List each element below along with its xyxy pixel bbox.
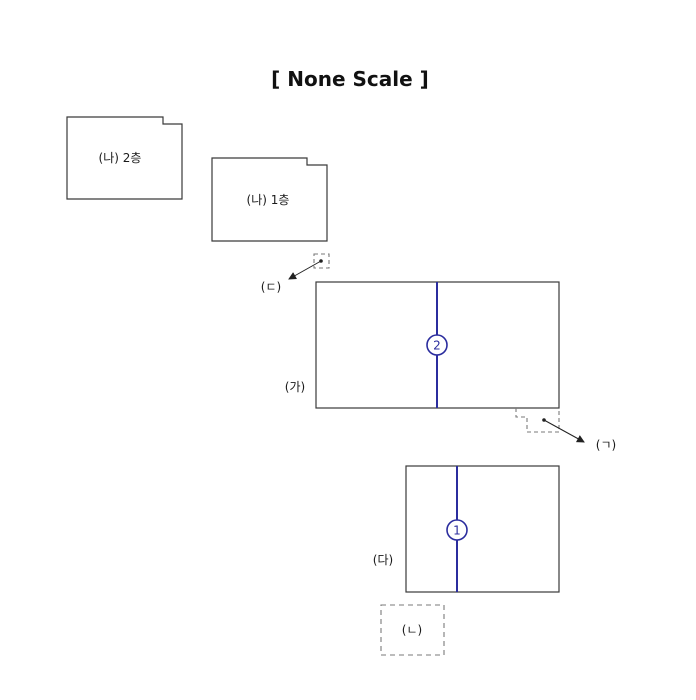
detail-nieun-label: (ㄴ) [402,623,422,637]
floor2-outline [66,116,183,200]
marker-1-number: 1 [453,524,461,538]
detail-digeut-label: (ㄷ) [261,280,281,294]
detail-nieun-box [380,604,445,656]
room-ga-label: (가) [285,380,305,394]
detail-giyeok-box [515,408,560,433]
floor1-outline [211,157,328,242]
detail-giyeok-label: (ㄱ) [596,438,616,452]
marker-1-circle [446,519,468,541]
diagram-title: [ None Scale ] [271,67,429,91]
room-da-outline [405,465,560,593]
marker-2-circle [426,334,448,356]
marker-2-number: 2 [433,339,441,353]
floor1-label: (나) 1층 [247,193,290,207]
floor2-label: (나) 2층 [99,151,142,165]
room-da-label: (다) [373,553,393,567]
detail-giyeok-arrow [543,419,585,443]
detail-digeut-box [313,253,330,269]
detail-digeut-arrow [288,260,322,280]
